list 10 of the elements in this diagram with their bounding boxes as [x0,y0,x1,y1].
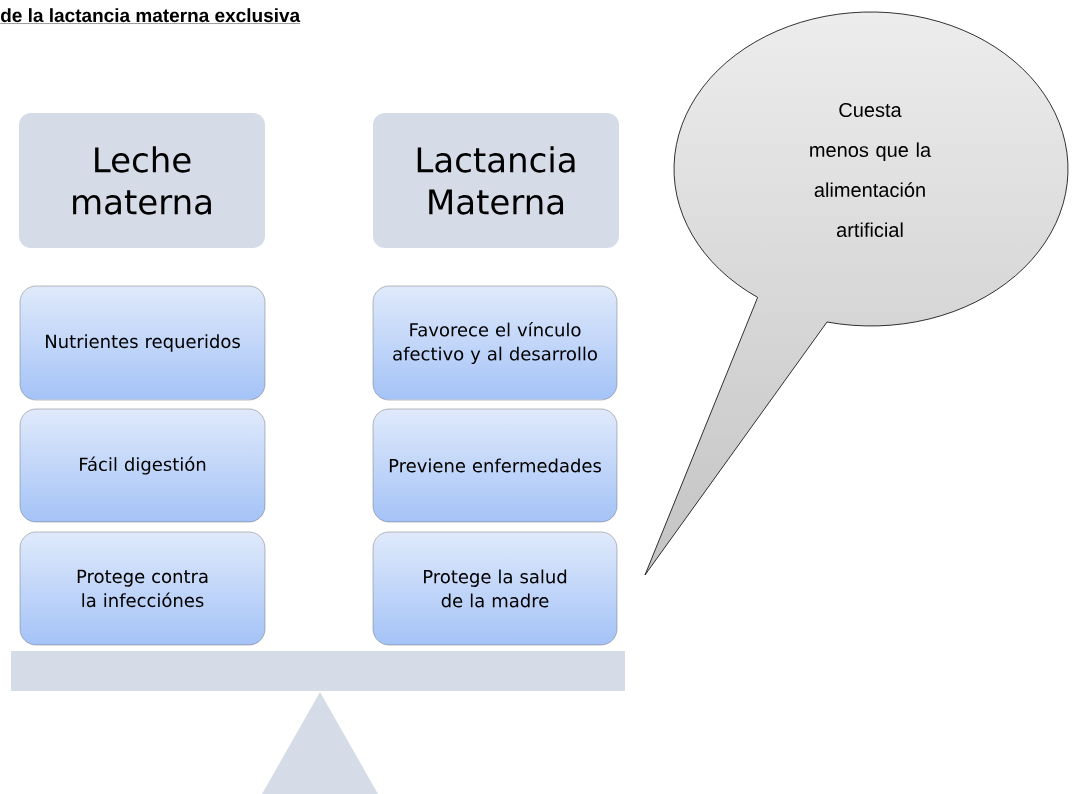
title: de la lactancia materna exclusiva [0,8,301,24]
item-box: Protege la salud de la madre [372,531,618,646]
item-box: Fácil digestión [19,408,266,523]
heading-box: Lactancia Materna [373,113,619,248]
item-box: Nutrientes requeridos [19,285,266,401]
item-box: Favorece el vínculo afectivo y al desarrollo [372,285,618,401]
item-box: Protege contra la infecciónes [19,531,266,646]
speech-bubble: Cuesta menos que la alimentación artificial [644,11,1069,576]
heading-box: Leche materna [19,113,265,248]
item-box: Previene enfermedades [372,408,618,523]
